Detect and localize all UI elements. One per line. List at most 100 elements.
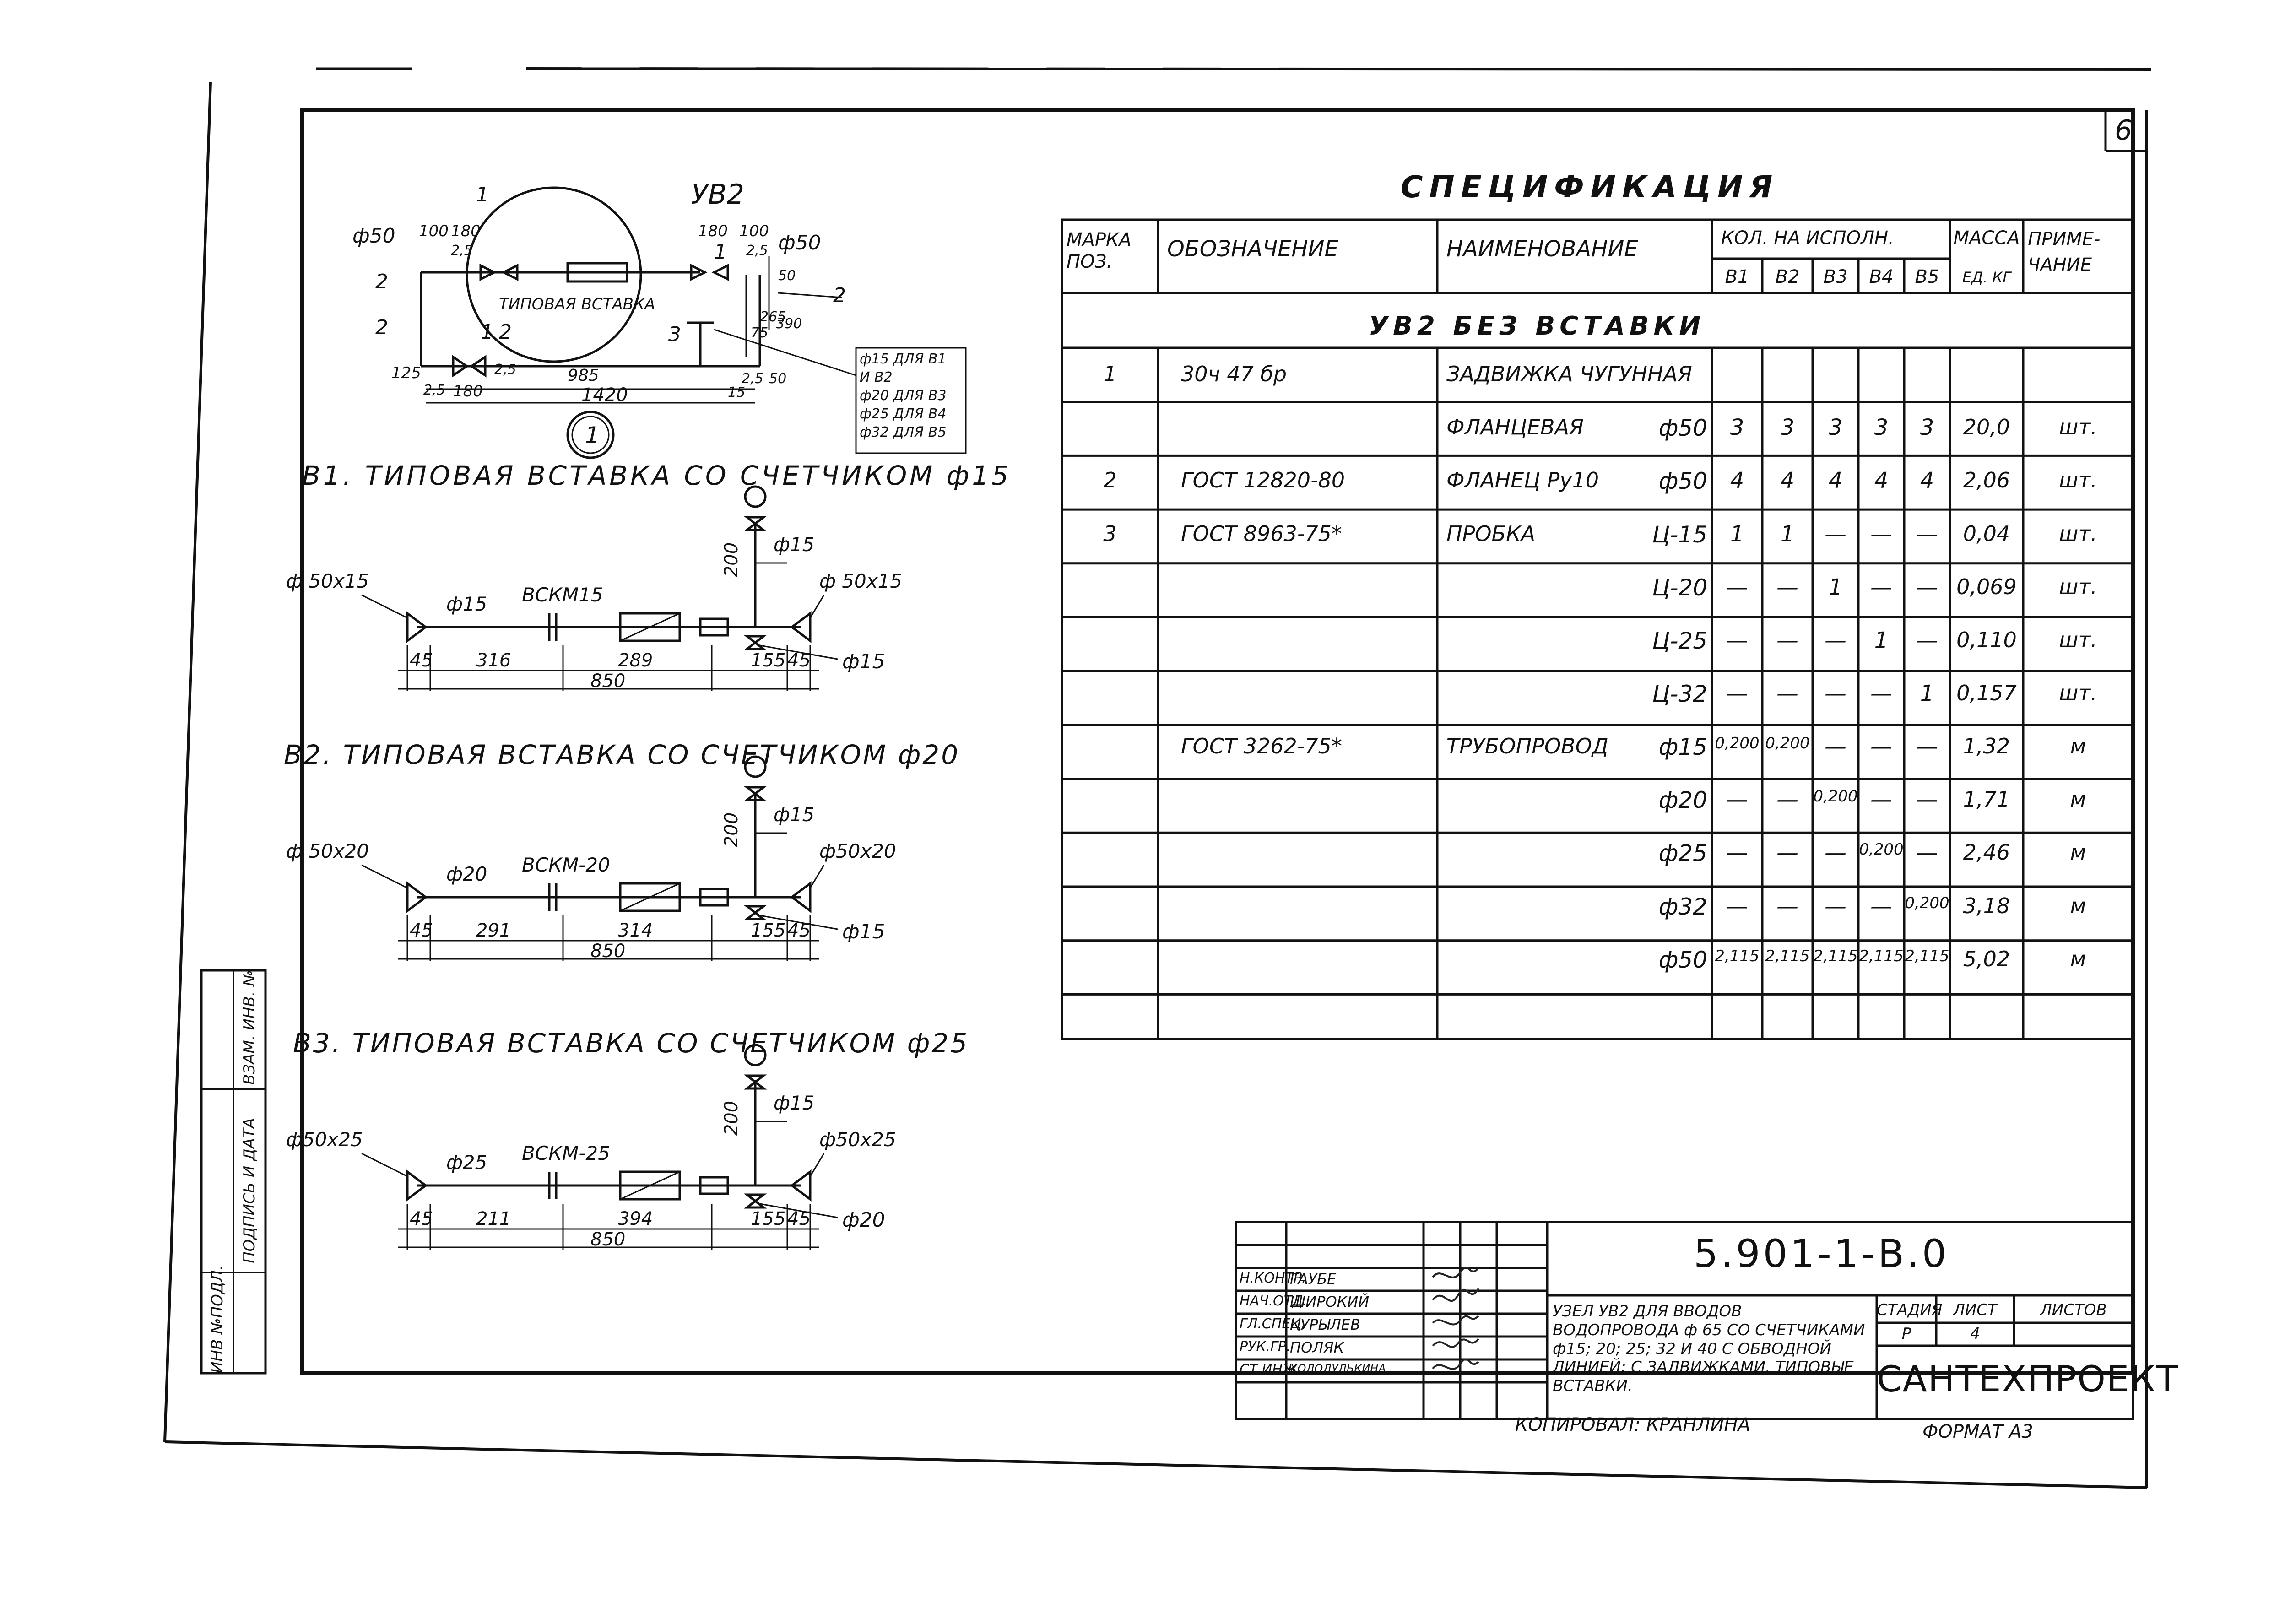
- header-qty: КОЛ. НА ИСПОЛН.: [1721, 227, 1894, 249]
- row-qty: 1: [1828, 574, 1843, 600]
- dimension-label: 15: [728, 384, 746, 401]
- legend-line: ф20 ДЛЯ В3: [860, 388, 947, 404]
- sheet-corner-number: 6: [2115, 114, 2133, 146]
- pipe-right-label: ф 50х15: [819, 570, 903, 592]
- signoff-name: ПОЛЯК: [1290, 1339, 1344, 1356]
- row-note: шт.: [2059, 627, 2097, 652]
- row-qty: —: [1916, 787, 1938, 813]
- bottom-size-label: ф15: [842, 650, 885, 673]
- row-qty: —: [1726, 787, 1748, 813]
- row-mass: 0,069: [1956, 574, 2017, 599]
- row-size: Ц-25: [1652, 627, 1707, 654]
- bottom-size-label: ф20: [842, 1208, 885, 1232]
- row-qty: 1: [1780, 521, 1795, 547]
- row-qty: 2,115: [1813, 947, 1858, 965]
- row-name: ПРОБКА: [1446, 521, 1536, 546]
- legend-line: ф25 ДЛЯ В4: [860, 406, 947, 422]
- row-designation: ГОСТ 12820-80: [1181, 468, 1345, 493]
- row-mass: 1,71: [1963, 787, 2010, 812]
- dimension-label: 45: [410, 1208, 433, 1229]
- row-size: ф50: [1658, 468, 1707, 495]
- row-qty: 4: [1780, 468, 1795, 494]
- row-qty: —: [1776, 681, 1798, 706]
- row-qty: —: [1776, 787, 1798, 813]
- copied-by: КОПИРОВАЛ: КРАНЛИНА: [1515, 1414, 1750, 1435]
- stage-label: СТАДИЯ: [1877, 1301, 1943, 1319]
- dimension-label: 2,5: [742, 371, 763, 387]
- row-qty: —: [1870, 574, 1892, 600]
- row-qty: 3: [1780, 415, 1795, 441]
- signoff-name: ХОЛОДУЛЬКИНА: [1290, 1362, 1386, 1375]
- callout-number: 2: [499, 320, 512, 344]
- meter-label: ВСКМ15: [522, 584, 603, 606]
- row-designation: ГОСТ 8963-75*: [1181, 521, 1342, 546]
- total-length-label: 850: [590, 941, 626, 962]
- row-qty: —: [1870, 521, 1892, 547]
- row-mass: 1,32: [1963, 734, 2010, 759]
- main-assembly-drawing: [420, 186, 967, 459]
- sheet-value: 4: [1970, 1325, 1980, 1343]
- pipe-size-legend: ф15 ДЛЯ В1 И В2 ф20 ДЛЯ В3 ф25 ДЛЯ В4 ф3…: [860, 350, 946, 442]
- row-designation: ГОСТ 3262-75*: [1181, 734, 1342, 759]
- header-variant: В2: [1775, 266, 1800, 287]
- row-qty: 2,115: [1859, 947, 1904, 965]
- row-qty: —: [1916, 521, 1938, 547]
- total-length-label: 850: [590, 671, 626, 692]
- section-title: УВ2 БЕЗ ВСТАВКИ: [1369, 311, 1706, 341]
- callout-number: 1: [714, 240, 727, 264]
- row-size: ф15: [1658, 734, 1707, 761]
- sheet-format: ФОРМАТ А3: [1922, 1421, 2033, 1442]
- dimension-label: 50: [769, 371, 787, 387]
- row-name: ФЛАНЕЦ Ру10: [1446, 468, 1599, 493]
- dimension-label: 314: [618, 920, 653, 941]
- header-mark: МАРКА ПОЗ.: [1067, 229, 1132, 272]
- row-note: м: [2070, 893, 2086, 918]
- row-qty: —: [1776, 893, 1798, 919]
- meter-label: ВСКМ-20: [522, 854, 610, 876]
- pipe-size-label: ф25: [446, 1151, 487, 1174]
- total-length-label: 850: [590, 1229, 626, 1250]
- row-name: ЗАДВИЖКА ЧУГУННАЯ: [1446, 362, 1692, 387]
- row-qty: —: [1726, 840, 1748, 866]
- dimension-label: 180: [698, 222, 728, 240]
- insert-b1-title: В1. ТИПОВАЯ ВСТАВКА СО СЧЕТЧИКОМ ф15: [302, 460, 1012, 491]
- row-qty: —: [1726, 893, 1748, 919]
- legend-line: И В2: [860, 369, 893, 385]
- pipe-size-label: ф15: [446, 593, 487, 615]
- row-mass: 0,04: [1963, 521, 2010, 546]
- dimension-label: 289: [618, 650, 653, 671]
- dimension-label: 155: [751, 920, 786, 941]
- riser-size-label: ф15: [774, 1092, 815, 1114]
- row-qty: —: [1916, 627, 1938, 653]
- row-qty: 3: [1920, 415, 1934, 441]
- row-note: м: [2070, 787, 2086, 812]
- row-qty: 3: [1730, 415, 1744, 441]
- dimension-label: 45: [787, 920, 811, 941]
- row-qty: —: [1776, 840, 1798, 866]
- row-size: Ц-32: [1652, 681, 1707, 707]
- row-qty: —: [1870, 787, 1892, 813]
- row-qty: —: [1825, 521, 1846, 547]
- row-qty: 4: [1920, 468, 1934, 494]
- row-size: Ц-15: [1652, 521, 1707, 548]
- dimension-label: 100: [419, 222, 449, 240]
- sheets-label: ЛИСТОВ: [2040, 1301, 2107, 1319]
- sheet-label: ЛИСТ: [1953, 1301, 1997, 1319]
- pipe-size-label: ф20: [446, 863, 487, 885]
- header-note: ПРИМЕ- ЧАНИЕ: [2028, 229, 2101, 276]
- dimension-label: 45: [787, 650, 811, 671]
- legend-line: ф15 ДЛЯ В1: [860, 351, 947, 367]
- row-qty: 1: [1874, 627, 1889, 653]
- riser-height-label: 200: [721, 1100, 742, 1136]
- dimension-label: 265: [760, 309, 786, 325]
- dimension-label: 100: [739, 222, 769, 240]
- row-note: шт.: [2059, 681, 2097, 705]
- row-size: ф25: [1658, 840, 1707, 867]
- title-block-grid: [1235, 1221, 2134, 1420]
- dimension-label: 50: [778, 268, 796, 284]
- row-mass: 2,46: [1963, 840, 2010, 865]
- row-qty: —: [1916, 574, 1938, 600]
- row-qty: —: [1726, 574, 1748, 600]
- dimension-label: 2,5: [423, 382, 445, 398]
